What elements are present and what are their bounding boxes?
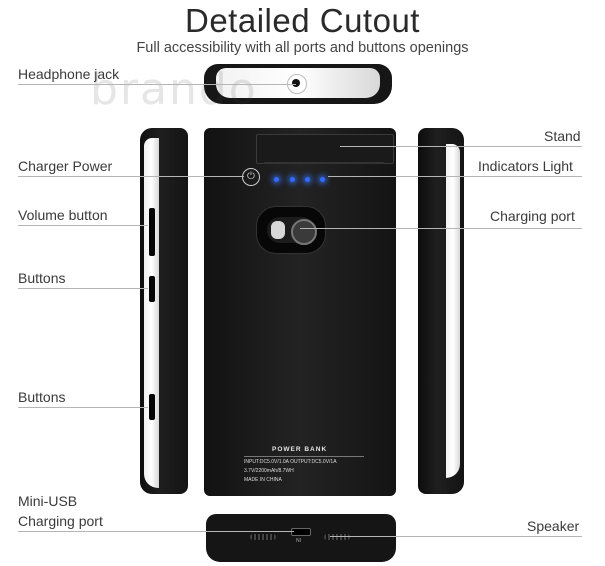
- leader-stand: [340, 146, 582, 147]
- leader-buttons-1: [18, 288, 148, 289]
- leader-charging-port: [300, 228, 582, 229]
- indicator-led-2: [290, 177, 295, 182]
- label-volume-button: Volume button: [18, 207, 108, 223]
- page-title: Detailed Cutout: [185, 2, 420, 39]
- brand-text: POWER BANK: [272, 446, 328, 453]
- label-speaker: Speaker: [527, 518, 580, 534]
- io-spec: INPUT:DC5.0V/1.0A OUTPUT:DC5.0V/1A: [244, 456, 364, 465]
- label-buttons-2: Buttons: [18, 389, 66, 405]
- case-top-view: [204, 64, 392, 104]
- leader-charger-power: [18, 176, 244, 177]
- leader-indicators-light: [328, 176, 582, 177]
- leader-speaker: [330, 536, 582, 537]
- leader-mini-usb: [18, 531, 294, 532]
- watermark-logo: brando: [90, 64, 258, 115]
- page-subtitle: Full accessibility with all ports and bu…: [136, 40, 469, 56]
- label-stand: Stand: [544, 128, 581, 144]
- mini-usb-port: [291, 528, 311, 536]
- flash-icon: [271, 221, 285, 239]
- label-mini-usb: Mini-USB: [18, 493, 78, 509]
- label-buttons-1: Buttons: [18, 270, 66, 286]
- label-charging-port: Charging port: [490, 208, 575, 224]
- speaker-grille-left: [250, 534, 276, 540]
- label-indicators-light: Indicators Light: [478, 158, 573, 174]
- made-in-text: MADE IN CHINA: [244, 477, 282, 483]
- stand: [256, 134, 394, 164]
- power-bank-print: POWER BANK INPUT:DC5.0V/1.0A OUTPUT:DC5.…: [244, 446, 364, 483]
- label-charger-power: Charger Power: [18, 158, 113, 174]
- power-button-icon: ⏻: [242, 168, 260, 186]
- case-right-side-view: [418, 128, 464, 494]
- indicator-led-4: [320, 177, 325, 182]
- volume-button-slot: [149, 208, 155, 256]
- leader-buttons-2: [18, 407, 148, 408]
- port-label: NI: [296, 538, 301, 544]
- indicator-led-1: [274, 177, 279, 182]
- camera-lens-icon: [291, 219, 317, 245]
- side-button-slot: [149, 276, 155, 302]
- leader-headphone-jack: [18, 84, 296, 85]
- camera-button-slot: [149, 394, 155, 420]
- case-bottom-view: NI: [206, 514, 396, 562]
- leader-volume-button: [18, 225, 148, 226]
- indicator-led-3: [305, 177, 310, 182]
- camera-cutout: [256, 206, 326, 254]
- label-headphone-jack: Headphone jack: [18, 66, 120, 82]
- capacity-spec: 3.7V/2200mAh/8.7WH: [244, 468, 294, 474]
- speaker-grille-right: [324, 534, 350, 540]
- case-left-side-view: [140, 128, 188, 494]
- case-back-view: ⏻ POWER BANK INPUT:DC5.0V/1.0A OUTPUT:DC…: [204, 128, 396, 496]
- label-mini-usb-charging-port: Charging port: [18, 513, 103, 529]
